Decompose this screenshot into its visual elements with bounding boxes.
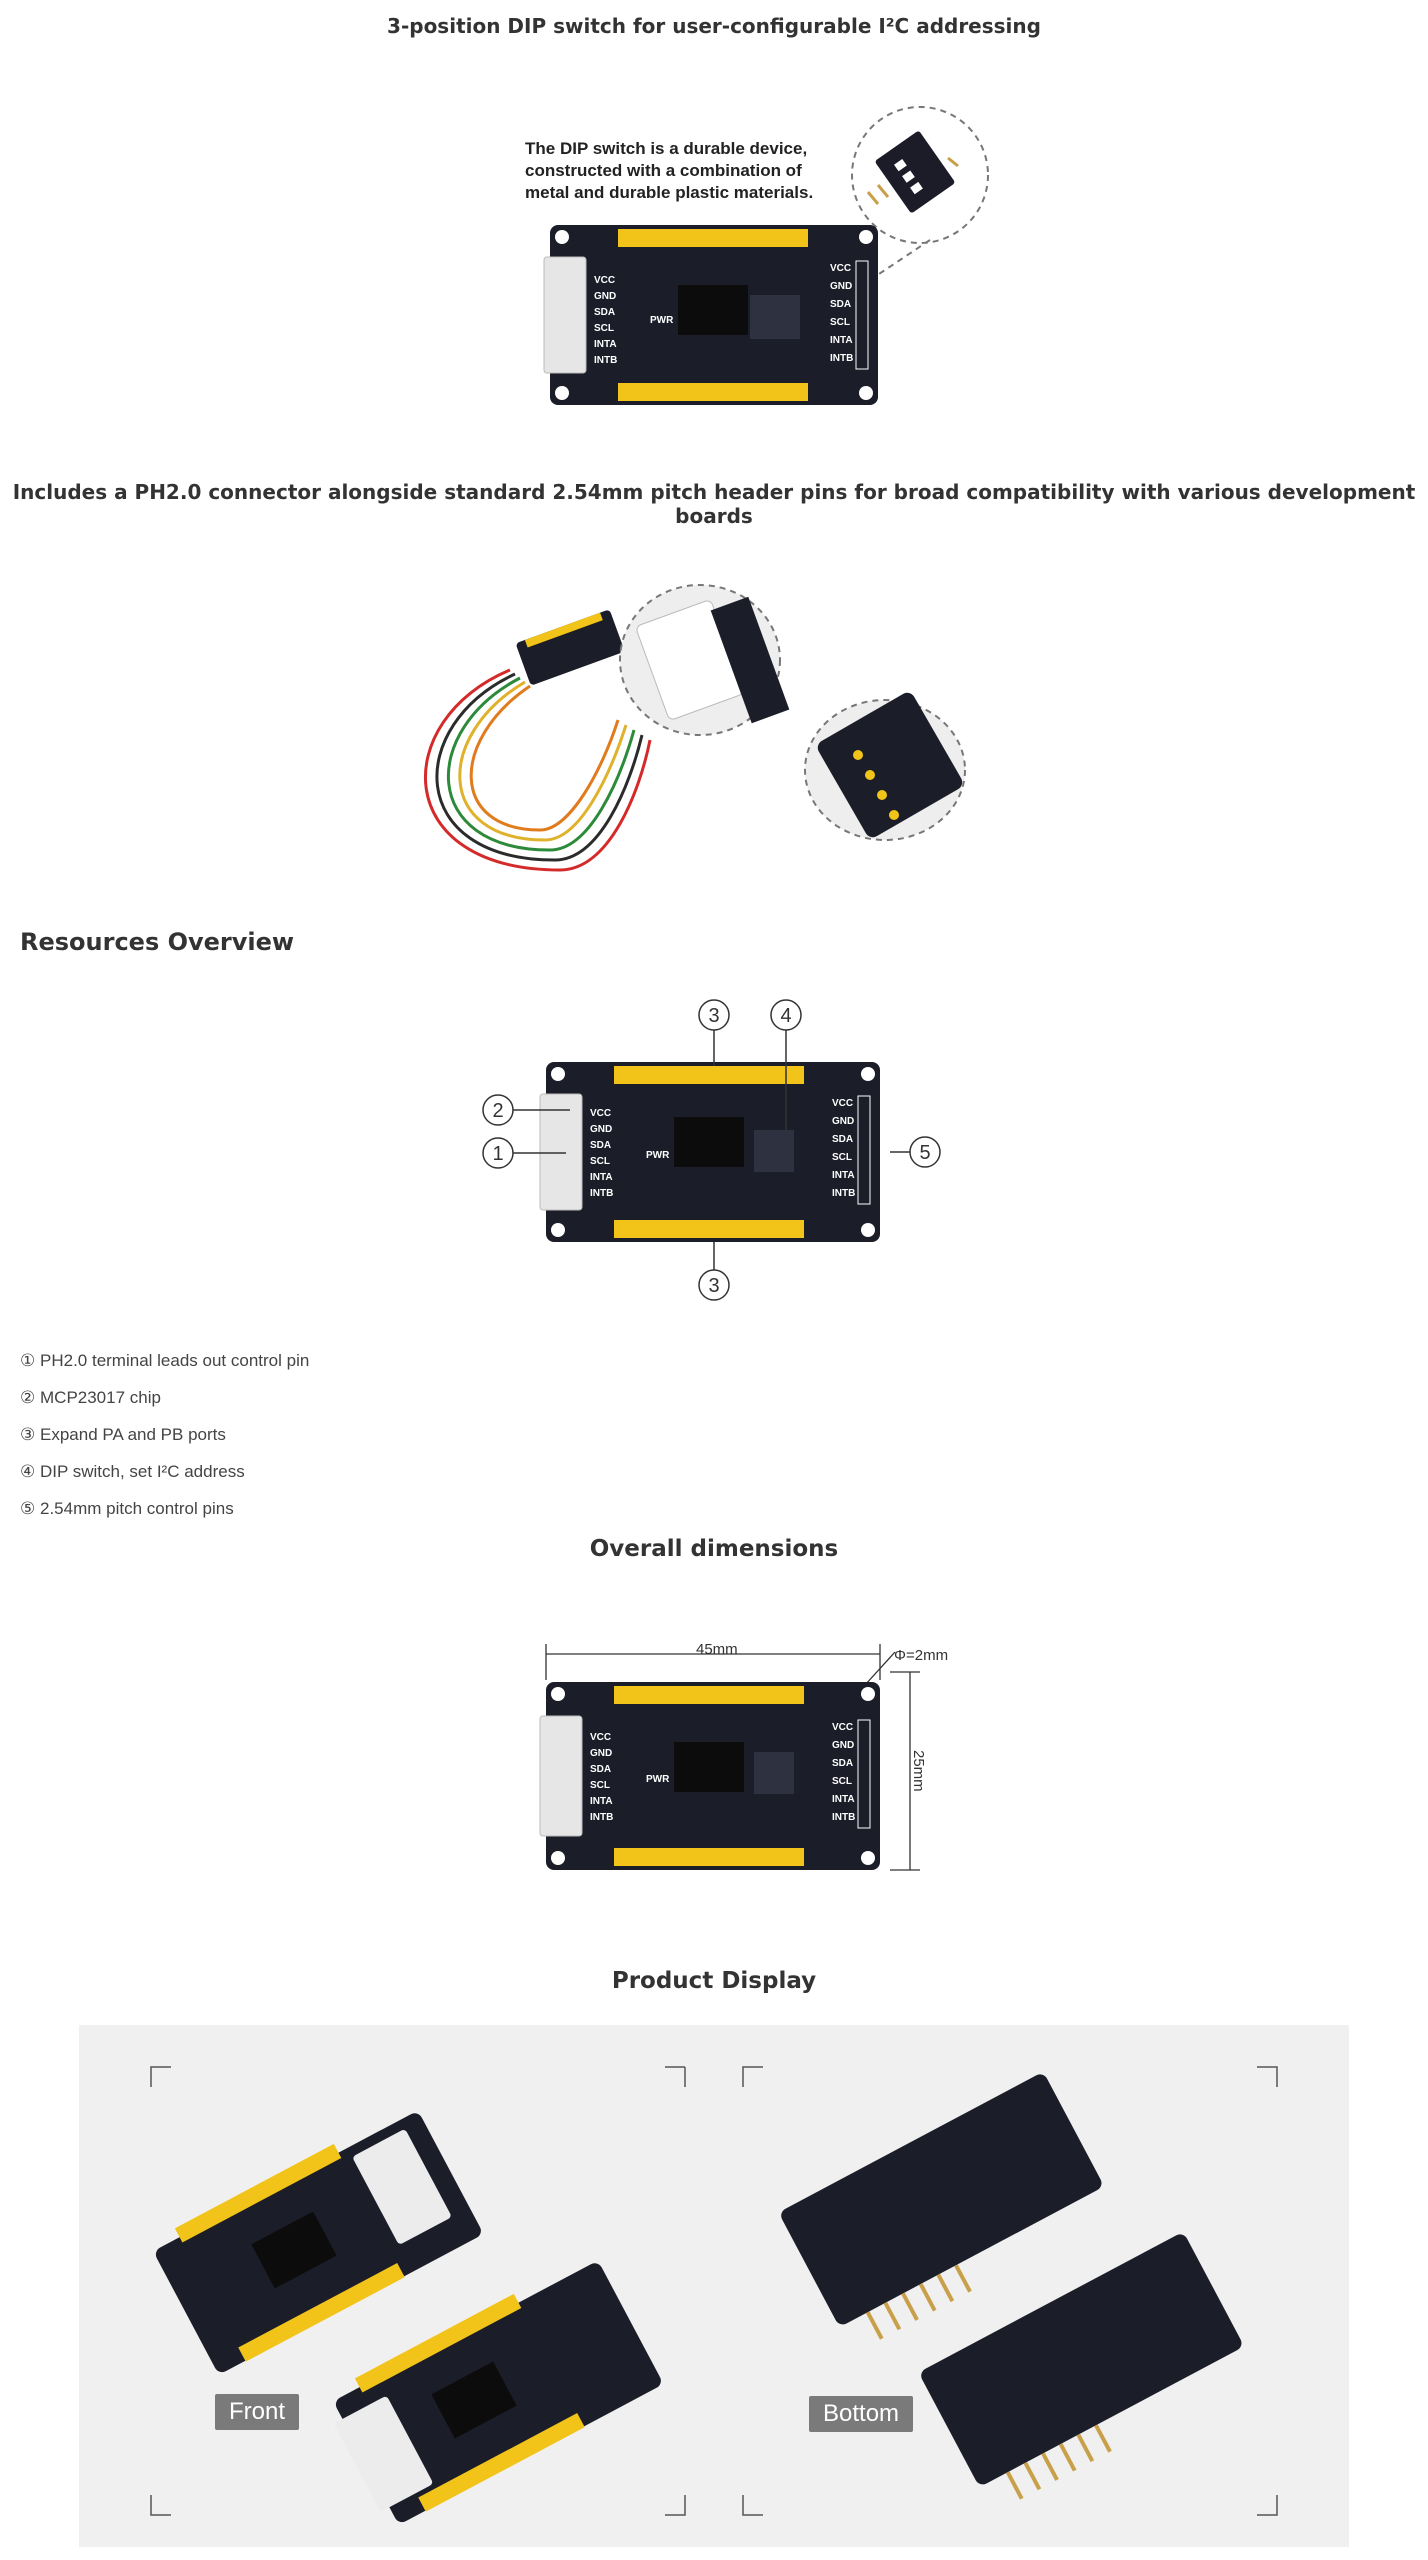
svg-text:4: 4 — [780, 1005, 791, 1027]
svg-text:SDA: SDA — [590, 1764, 611, 1775]
resources-figure: VCC GND SDA SCL INTA INTB VCC GND SDA SCL INTA I… — [482, 999, 941, 1301]
svg-text:GND: GND — [590, 1748, 612, 1759]
ph2-connector — [539, 1093, 583, 1211]
svg-text:VCC: VCC — [594, 275, 615, 286]
svg-text:VCC: VCC — [832, 1722, 853, 1733]
ph-connector-heading: Includes a PH2.0 connector alongside sta… — [12, 480, 1416, 528]
hole-label: Φ=2mm — [894, 1647, 948, 1664]
callout-2 — [482, 1094, 514, 1126]
product-photos — [150, 2066, 1278, 2523]
product-display-heading: Product Display — [611, 1968, 817, 1994]
dimensions-heading: Overall dimensions — [589, 1536, 839, 1562]
ph2-connector — [539, 1715, 583, 1837]
ph2-connector — [543, 256, 587, 374]
board-image: VCC GND SDA SCL INTA INTB VCC GND SDA SCL INTA I… — [539, 1062, 880, 1242]
bottom-board-1 — [781, 2074, 1102, 2340]
dip-switch-heading: 3-position DIP switch for user-configura… — [387, 14, 1041, 38]
svg-text:1: 1 — [492, 1143, 503, 1165]
svg-text:INTB: INTB — [830, 353, 853, 364]
callout-4 — [770, 999, 802, 1031]
svg-text:VCC: VCC — [590, 1108, 611, 1119]
resources-overview-heading: Resources Overview — [20, 928, 295, 956]
dip-note-line-3: metal and durable plastic materials. — [525, 183, 813, 202]
svg-text:INTA: INTA — [590, 1172, 613, 1183]
svg-text:3: 3 — [708, 1275, 719, 1297]
product-display-panel: Front Bottom — [79, 2025, 1349, 2547]
svg-text:2: 2 — [492, 1100, 503, 1122]
svg-text:VCC: VCC — [830, 263, 851, 274]
svg-text:INTB: INTB — [590, 1188, 613, 1199]
width-label: 45mm — [696, 1641, 738, 1658]
dip-switch-figure: The DIP switch is a durable device, cons… — [525, 106, 989, 405]
svg-text:SCL: SCL — [830, 317, 850, 328]
svg-text:SDA: SDA — [590, 1140, 611, 1151]
svg-text:INTA: INTA — [830, 335, 853, 346]
svg-text:INTA: INTA — [594, 339, 617, 350]
callout-5 — [909, 1136, 941, 1168]
svg-text:INTB: INTB — [832, 1812, 855, 1823]
svg-text:SDA: SDA — [830, 299, 851, 310]
dip-switch-component — [875, 131, 955, 213]
svg-text:INTA: INTA — [832, 1794, 855, 1805]
svg-text:SDA: SDA — [832, 1758, 853, 1769]
svg-text:SCL: SCL — [832, 1776, 852, 1787]
svg-text:3: 3 — [708, 1005, 719, 1027]
bottom-tag: Bottom — [809, 2396, 914, 2432]
svg-text:SCL: SCL — [590, 1780, 610, 1791]
svg-text:GND: GND — [594, 291, 616, 302]
svg-text:PWR: PWR — [650, 315, 674, 326]
board-image: VCC GND SDA SCL INTA INTB VCC GND SDA SCL INTA I… — [543, 225, 878, 405]
svg-text:GND: GND — [832, 1740, 854, 1751]
mcp23017-chip — [674, 1742, 744, 1792]
svg-text:SDA: SDA — [832, 1134, 853, 1145]
bottom-board-2 — [921, 2234, 1242, 2500]
height-label: 25mm — [910, 1750, 927, 1792]
svg-text:VCC: VCC — [590, 1732, 611, 1743]
callout-3-top — [698, 999, 730, 1031]
svg-text:INTA: INTA — [590, 1796, 613, 1807]
svg-text:SCL: SCL — [832, 1152, 852, 1163]
mcp23017-chip — [674, 1117, 744, 1167]
dip-switch-component — [754, 1752, 794, 1794]
svg-text:GND: GND — [832, 1116, 854, 1127]
svg-text:GND: GND — [590, 1124, 612, 1135]
svg-text:SDA: SDA — [594, 307, 615, 318]
svg-text:PWR: PWR — [646, 1774, 670, 1785]
svg-text:GND: GND — [830, 281, 852, 292]
mini-board — [516, 610, 624, 685]
svg-text:5: 5 — [919, 1142, 930, 1164]
svg-text:INTA: INTA — [832, 1170, 855, 1181]
svg-text:INTB: INTB — [594, 355, 617, 366]
board-image: VCC GND SDA SCL INTA INTB VCC GND SDA SCL INTA I… — [539, 1682, 880, 1870]
front-board-2 — [335, 2263, 661, 2523]
svg-text:VCC: VCC — [832, 1098, 853, 1109]
dimensions-figure: 45mm Φ=2mm 25mm VCC GND SDA SCL INTA INTB VC… — [539, 1641, 948, 1871]
dip-note-line-1: The DIP switch is a durable device, — [525, 139, 807, 158]
front-tag: Front — [215, 2394, 300, 2430]
ph-connector-figure — [423, 584, 966, 872]
dip-switch-component — [754, 1130, 794, 1172]
front-board-1 — [155, 2113, 481, 2373]
callout-3-bottom — [698, 1269, 730, 1301]
svg-text:INTB: INTB — [832, 1188, 855, 1199]
svg-text:SCL: SCL — [590, 1156, 610, 1167]
svg-text:SCL: SCL — [594, 323, 614, 334]
svg-text:PWR: PWR — [646, 1150, 670, 1161]
svg-text:INTB: INTB — [590, 1812, 613, 1823]
mcp23017-chip — [678, 285, 748, 335]
dip-note-line-2: constructed with a combination of — [525, 161, 802, 180]
